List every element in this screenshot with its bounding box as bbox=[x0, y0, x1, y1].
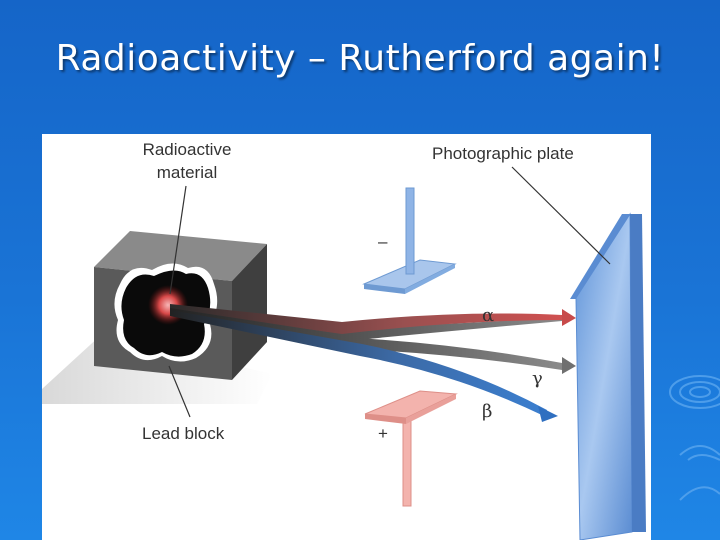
label-beta: β bbox=[482, 401, 492, 422]
gamma-arrowhead bbox=[562, 357, 576, 374]
label-alpha: α bbox=[482, 305, 494, 326]
label-positive-sign: + bbox=[378, 424, 388, 443]
alpha-arrowhead bbox=[562, 309, 576, 326]
pointer-lines bbox=[168, 166, 611, 418]
label-lead-block: Lead block bbox=[142, 424, 225, 443]
slide-title: Radioactivity – Rutherford again! bbox=[55, 38, 665, 79]
label-radioactive-line1: Radioactive bbox=[143, 140, 232, 159]
radioactive-source bbox=[148, 285, 188, 325]
negative-plate bbox=[362, 187, 457, 294]
rays bbox=[170, 304, 576, 422]
rutherford-figure: Radioactive material Photographic plate … bbox=[42, 134, 651, 540]
positive-plate bbox=[364, 390, 458, 507]
label-gamma: γ bbox=[532, 368, 543, 389]
photographic-plate bbox=[570, 212, 646, 540]
label-radioactive-line2: material bbox=[157, 163, 217, 182]
label-negative-sign: – bbox=[378, 232, 388, 251]
label-photographic-plate: Photographic plate bbox=[432, 144, 574, 163]
radioactivity-diagram: Radioactive material Photographic plate … bbox=[42, 140, 646, 540]
beta-arrowhead bbox=[538, 406, 558, 422]
decorative-swirl-icon bbox=[669, 375, 720, 501]
